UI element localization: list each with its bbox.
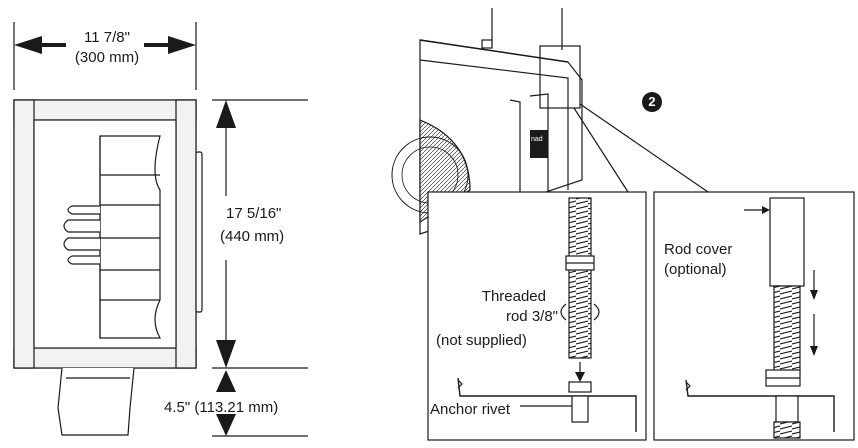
installation-view bbox=[391, 8, 855, 441]
detail-panel-rod-cover bbox=[653, 191, 855, 441]
drop-dimension bbox=[212, 370, 308, 437]
height-label: 17 5/16" bbox=[226, 205, 282, 222]
width-dimension bbox=[13, 22, 197, 90]
height-dimension bbox=[212, 99, 308, 369]
anchor-rivet bbox=[571, 395, 589, 423]
width-label: 11 7/8" bbox=[84, 29, 130, 46]
front-view bbox=[13, 22, 308, 437]
threaded-rod-label-line2: rod 3/8" bbox=[505, 308, 558, 325]
threaded-rod-label-line3: (not supplied) bbox=[436, 332, 527, 349]
rod-cover-label-line2: (optional) bbox=[664, 261, 727, 278]
step-number-badge: 2 bbox=[642, 92, 662, 112]
brand-logo-plate bbox=[530, 130, 548, 158]
brand-logo-text: nad bbox=[531, 136, 543, 143]
detail-panel-threaded-rod bbox=[427, 191, 647, 441]
height-metric-label: (440 mm) bbox=[220, 228, 285, 245]
rod-cover bbox=[769, 197, 805, 287]
anchor-rivet-label: Anchor rivet bbox=[430, 401, 511, 418]
drop-label: 4.5" (113.21 mm) bbox=[164, 399, 279, 416]
width-metric-label: (300 mm) bbox=[74, 49, 140, 66]
threaded-rod-label-line1: Threaded bbox=[481, 288, 546, 305]
rod-cover-label-line1: Rod cover bbox=[664, 241, 733, 258]
detail-callout-box bbox=[539, 45, 581, 109]
